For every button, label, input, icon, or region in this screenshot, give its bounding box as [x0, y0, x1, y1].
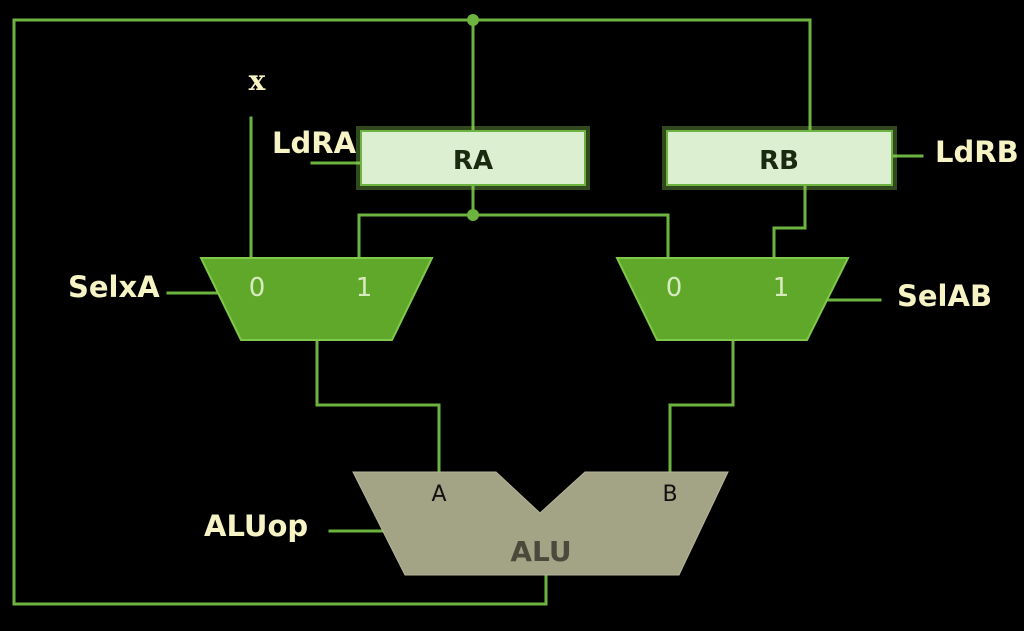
- wires: [12, 14, 924, 606]
- x-input-label: x: [249, 64, 266, 97]
- mux-left-to-alu-a-wire: [315, 338, 441, 474]
- ra-to-mux-left-wire: [357, 213, 475, 260]
- register-rb-name: RB: [759, 146, 799, 176]
- mux-right-shape: [615, 257, 850, 341]
- mux-right-port1-label: 1: [773, 273, 790, 303]
- mux-right-port0-label: 0: [666, 273, 683, 303]
- register-rb: RB: [662, 126, 897, 190]
- mux-right-to-alu-b-wire: [668, 338, 735, 474]
- alu-port-a-label: A: [431, 482, 446, 507]
- rb-to-mux-right-wire: [772, 183, 807, 260]
- alu-shape: [352, 471, 729, 576]
- ldrb-label: LdRB: [935, 135, 1019, 169]
- mux-left-shape: [199, 257, 434, 341]
- register-ra-name: RA: [453, 146, 493, 176]
- alu-output-feedback-wire: [12, 18, 812, 606]
- alu-name: ALU: [510, 535, 571, 568]
- aluop-label: ALUop: [204, 509, 308, 543]
- ldra-label: LdRA: [272, 126, 357, 160]
- mux-left-port1-label: 1: [356, 273, 373, 303]
- mux-left-port0-label: 0: [249, 273, 266, 303]
- signal-labels: x LdRA LdRB SelxA SelAB ALUop: [68, 64, 1019, 543]
- selxa-label: SelxA: [68, 270, 160, 304]
- selab-label: SelAB: [897, 279, 992, 313]
- mux-left: 0 1: [199, 257, 434, 341]
- alu: A B ALU: [352, 471, 729, 576]
- ra-to-mux-right-wire: [471, 213, 670, 260]
- junction-dot-ra-split: [467, 209, 479, 221]
- alu-port-b-label: B: [662, 482, 677, 507]
- register-ra-box: [360, 130, 586, 186]
- register-rb-box: [666, 130, 893, 186]
- junction-dot-top: [467, 14, 479, 26]
- mux-right: 0 1: [615, 257, 850, 341]
- register-ra: RA: [356, 126, 590, 190]
